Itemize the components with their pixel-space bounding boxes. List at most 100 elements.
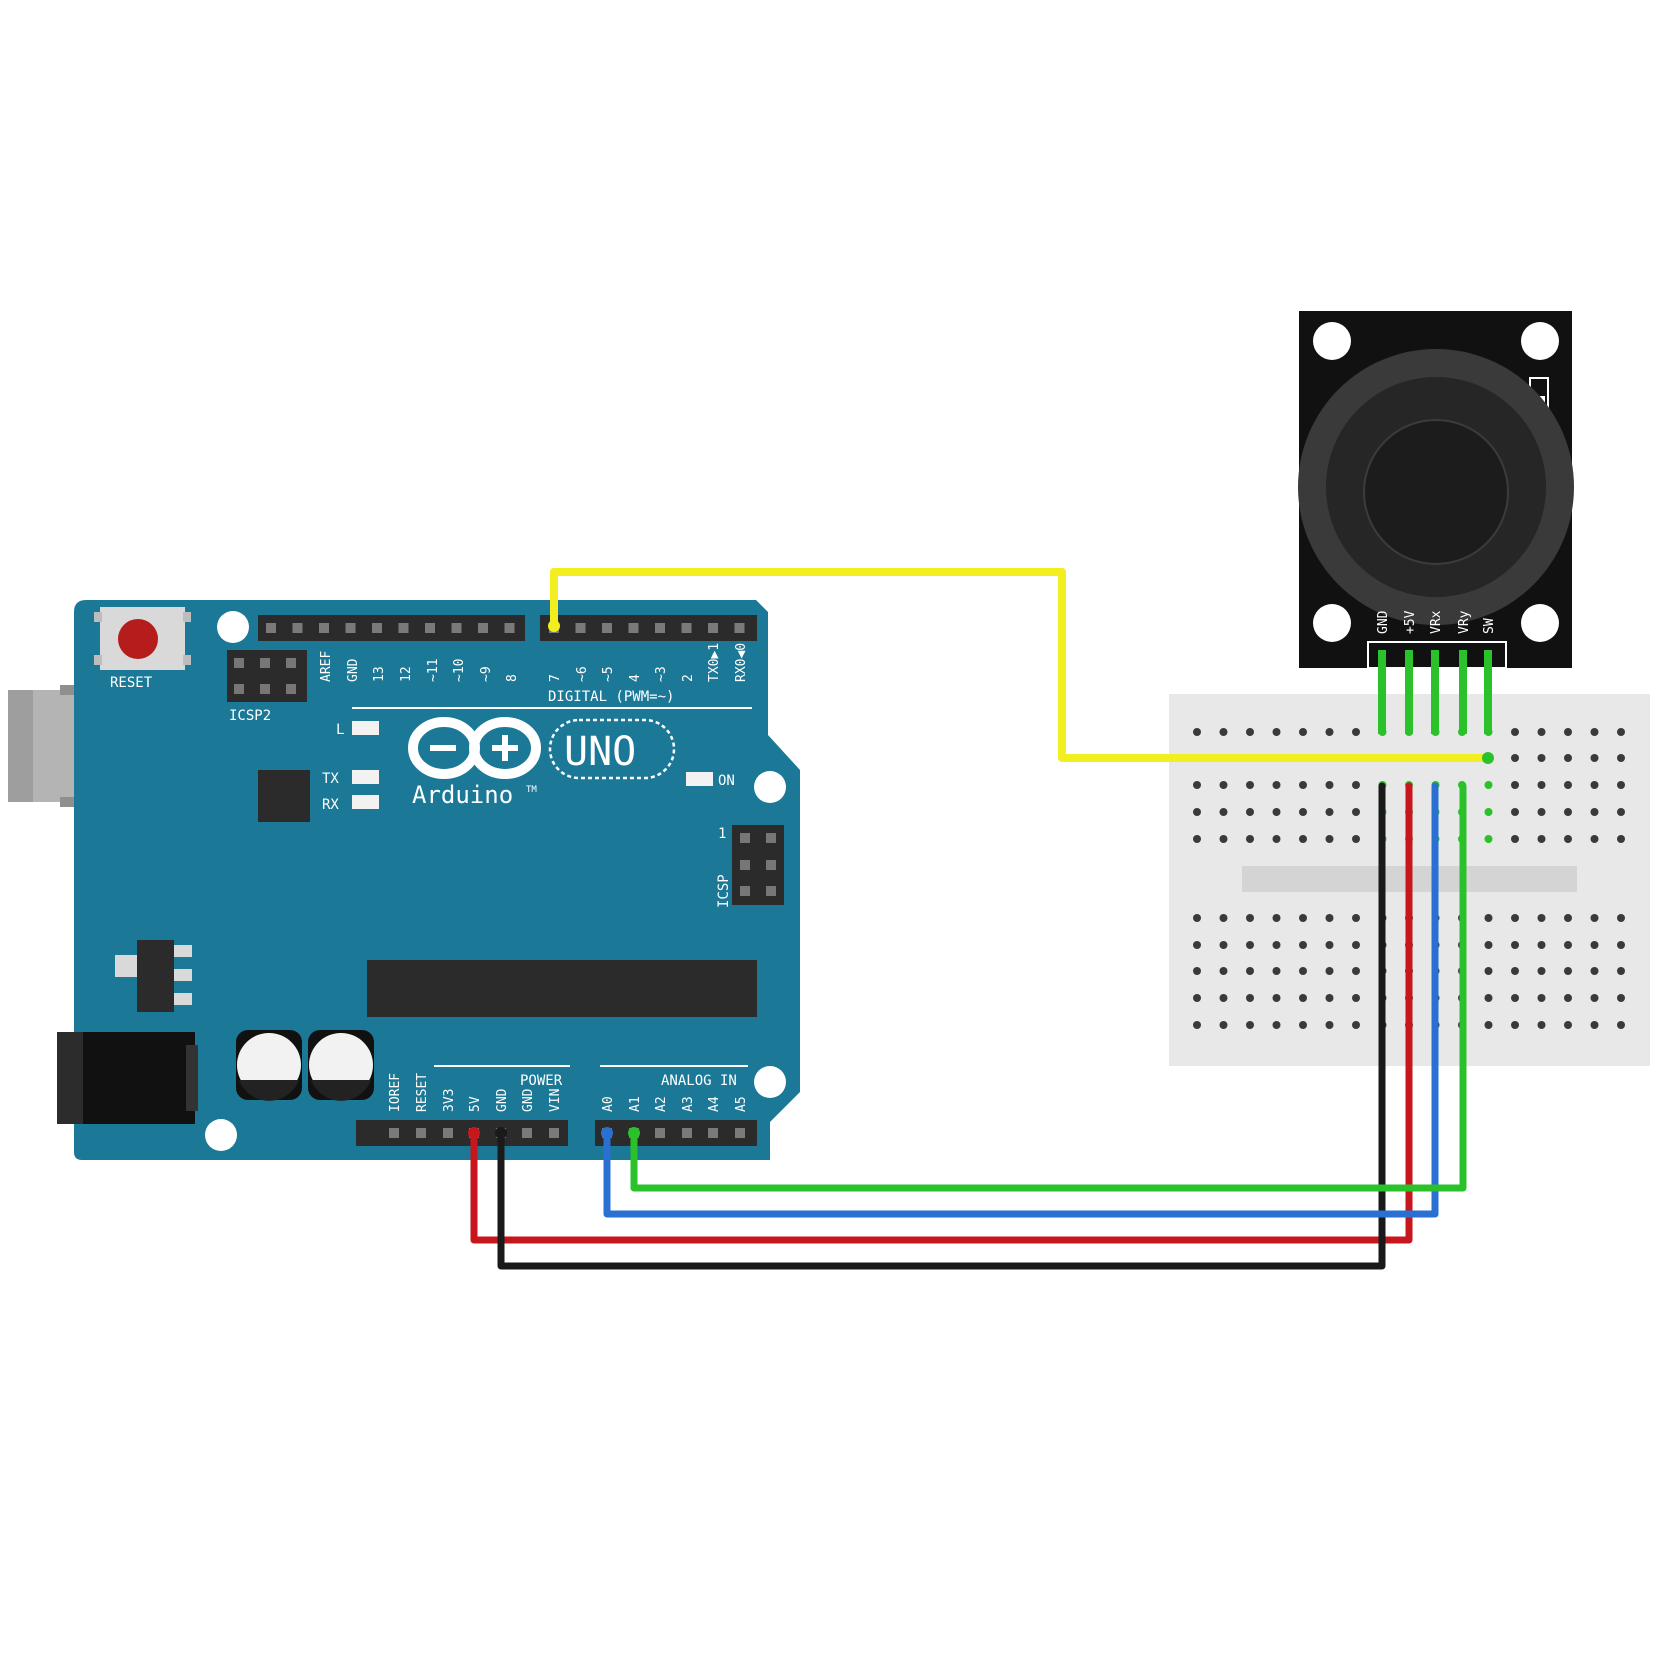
breadboard-hole (1272, 728, 1281, 736)
breadboard-hole (1219, 781, 1228, 789)
digital-label: DIGITAL (PWM=~) (548, 689, 674, 705)
breadboard-hole (1193, 1021, 1201, 1029)
breadboard-hole (1352, 1021, 1360, 1029)
breadboard-hole (1617, 754, 1625, 762)
breadboard-hole (1352, 808, 1360, 816)
microcontroller-chip (367, 960, 757, 1017)
breadboard-hole (1617, 728, 1625, 736)
wire-black (497, 782, 1386, 1270)
breadboard-hole (1564, 914, 1572, 922)
joystick-knob[interactable] (1298, 349, 1574, 625)
breadboard-hole (1246, 994, 1254, 1002)
analog-header (595, 1120, 757, 1146)
breadboard-hole (1193, 808, 1201, 816)
breadboard-hole (1325, 835, 1334, 843)
voltage-regulator (115, 940, 192, 1012)
breadboard-hole (1564, 754, 1572, 762)
power-pin-label: IOREF (388, 1073, 403, 1112)
breadboard-hole (1617, 941, 1625, 949)
analog-label: ANALOG IN (661, 1073, 737, 1089)
breadboard-hole (1219, 914, 1228, 922)
breadboard-hole (1246, 914, 1254, 922)
breadboard-hole (1299, 1021, 1307, 1029)
led-l-label: L (336, 722, 344, 738)
breadboard-hole (1564, 967, 1572, 975)
breadboard-hole (1617, 781, 1625, 789)
icsp-header (732, 825, 784, 905)
header-pin (372, 623, 382, 633)
module-pin-label: VRy (1457, 610, 1472, 634)
breadboard-hole (1272, 808, 1281, 816)
digital-pin-label: 12 (399, 666, 414, 682)
digital-pin-label: ~3 (654, 666, 669, 682)
module-pin-label: GND (1376, 610, 1391, 634)
breadboard-hole (1590, 994, 1599, 1002)
module-header-pin (1459, 650, 1467, 734)
breadboard-hole (1299, 941, 1307, 949)
brand-label: Arduino (412, 781, 513, 809)
breadboard-hole (1537, 781, 1546, 789)
header-pin (522, 1128, 532, 1138)
breadboard-hole (1537, 754, 1546, 762)
breadboard-hole (1484, 1021, 1493, 1029)
header-pin (549, 1128, 559, 1138)
header-pin (451, 623, 462, 633)
breadboard-hole (1193, 914, 1201, 922)
digital-pin-label: ~11 (426, 659, 441, 682)
breadboard-hole (1590, 914, 1599, 922)
digital-pin-label: AREF (319, 651, 334, 682)
led-tx-label: TX (322, 771, 339, 787)
digital-pin-label: ~6 (575, 666, 590, 682)
header-pin (425, 623, 435, 633)
breadboard-hole (1325, 808, 1334, 816)
digital-pin-label: GND (346, 658, 361, 682)
breadboard-hole (1564, 994, 1572, 1002)
breadboard-hole (1352, 914, 1360, 922)
led-l (352, 721, 379, 735)
power-pin-label: 3V3 (442, 1089, 457, 1112)
breadboard-hole (1537, 728, 1546, 736)
led-rx-label: RX (322, 797, 339, 813)
module-pin-label: +5V (1403, 610, 1418, 634)
breadboard-hole (1590, 754, 1599, 762)
breadboard-hole (1246, 967, 1254, 975)
header-pin (398, 623, 409, 633)
wires (468, 568, 1494, 1270)
breadboard-hole (1484, 835, 1493, 843)
digital-header (258, 615, 757, 641)
header-pin (266, 623, 276, 633)
breadboard-hole (1246, 835, 1254, 843)
digital-pin-label: 4 (628, 674, 643, 682)
breadboard-hole (1537, 994, 1546, 1002)
breadboard-hole (1511, 1021, 1519, 1029)
header-pin (389, 1128, 399, 1138)
header-pin (681, 623, 692, 633)
breadboard-hole (1193, 835, 1201, 843)
breadboard-hole (1272, 914, 1281, 922)
led-tx (352, 770, 379, 784)
breadboard-hole (1590, 835, 1599, 843)
digital-pin-label: 8 (505, 674, 520, 682)
breadboard-hole (1484, 781, 1493, 789)
digital-pin-label: ~5 (601, 666, 616, 682)
breadboard-hole (1325, 941, 1334, 949)
digital-pin-label: ~9 (479, 666, 494, 682)
breadboard-hole (1590, 967, 1599, 975)
breadboard-hole (1564, 781, 1572, 789)
breadboard-hole (1325, 994, 1334, 1002)
module-header-pin (1405, 650, 1413, 734)
analog-pin-label: A1 (628, 1096, 643, 1112)
breadboard-hole (1511, 808, 1519, 816)
digital-pin-label: 7 (548, 674, 563, 682)
model-label: UNO (564, 729, 636, 775)
breadboard-hole (1193, 994, 1201, 1002)
reset-button[interactable] (94, 607, 191, 670)
analog-pin-label: A4 (707, 1096, 722, 1112)
breadboard-hole (1511, 914, 1519, 922)
breadboard-hole (1590, 808, 1599, 816)
wire-yellow (550, 568, 1492, 762)
header-pin (602, 623, 612, 633)
breadboard-hole (1325, 967, 1334, 975)
breadboard-hole (1272, 967, 1281, 975)
